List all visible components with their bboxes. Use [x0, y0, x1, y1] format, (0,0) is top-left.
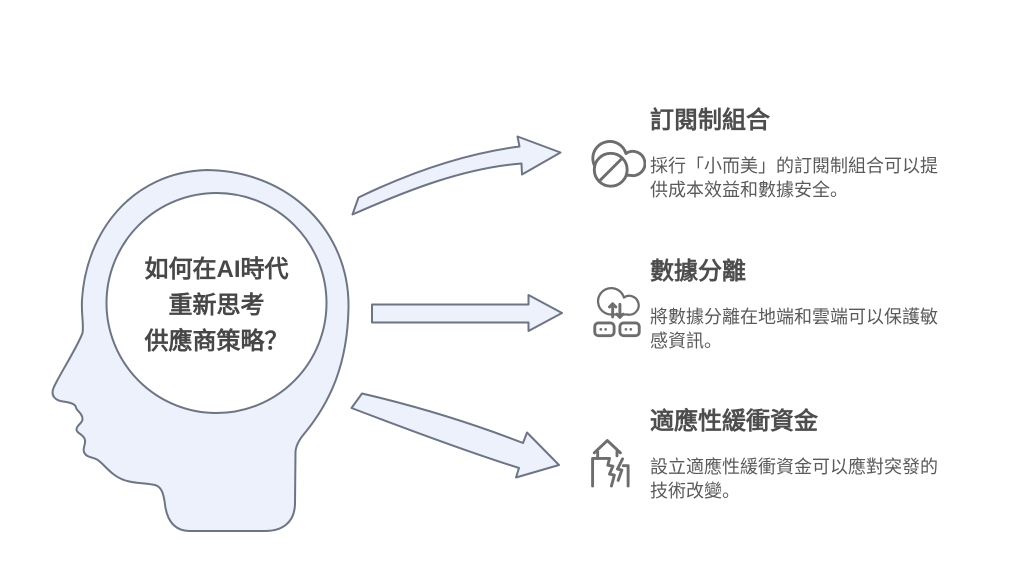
cloud-off-icon — [588, 133, 647, 193]
arrow-bottom — [350, 392, 560, 479]
item-data-separation: 數據分離 將數據分離在地端和雲端可以保護敏感資訊。 — [588, 257, 960, 353]
item-subscription-portfolio: 訂閱制組合 採行「小而美」的訂閱制組合可以提供成本效益和數據安全。 — [588, 106, 960, 202]
damaged-house-icon — [588, 434, 646, 494]
arrow-middle — [371, 294, 563, 332]
arrow-top — [351, 135, 562, 216]
item-description: 將數據分離在地端和雲端可以保護敏感資訊。 — [650, 307, 938, 351]
item-adaptive-buffer-fund: 適應性緩衝資金 設立適應性緩衝資金可以應對突發的技術改變。 — [588, 407, 960, 503]
item-title: 數據分離 — [650, 258, 746, 285]
cloud-data-sync-icon — [588, 284, 646, 344]
item-title: 訂閱制組合 — [650, 107, 770, 134]
item-title: 適應性緩衝資金 — [650, 408, 818, 435]
brain-question-text: 如何在AI時代 重新思考 供應商策略？ — [144, 256, 289, 355]
item-description: 設立適應性緩衝資金可以應對突發的技術改變。 — [650, 457, 938, 501]
item-description: 採行「小而美」的訂閱制組合可以提供成本效益和數據安全。 — [650, 156, 938, 200]
brain-circle — [105, 192, 328, 414]
